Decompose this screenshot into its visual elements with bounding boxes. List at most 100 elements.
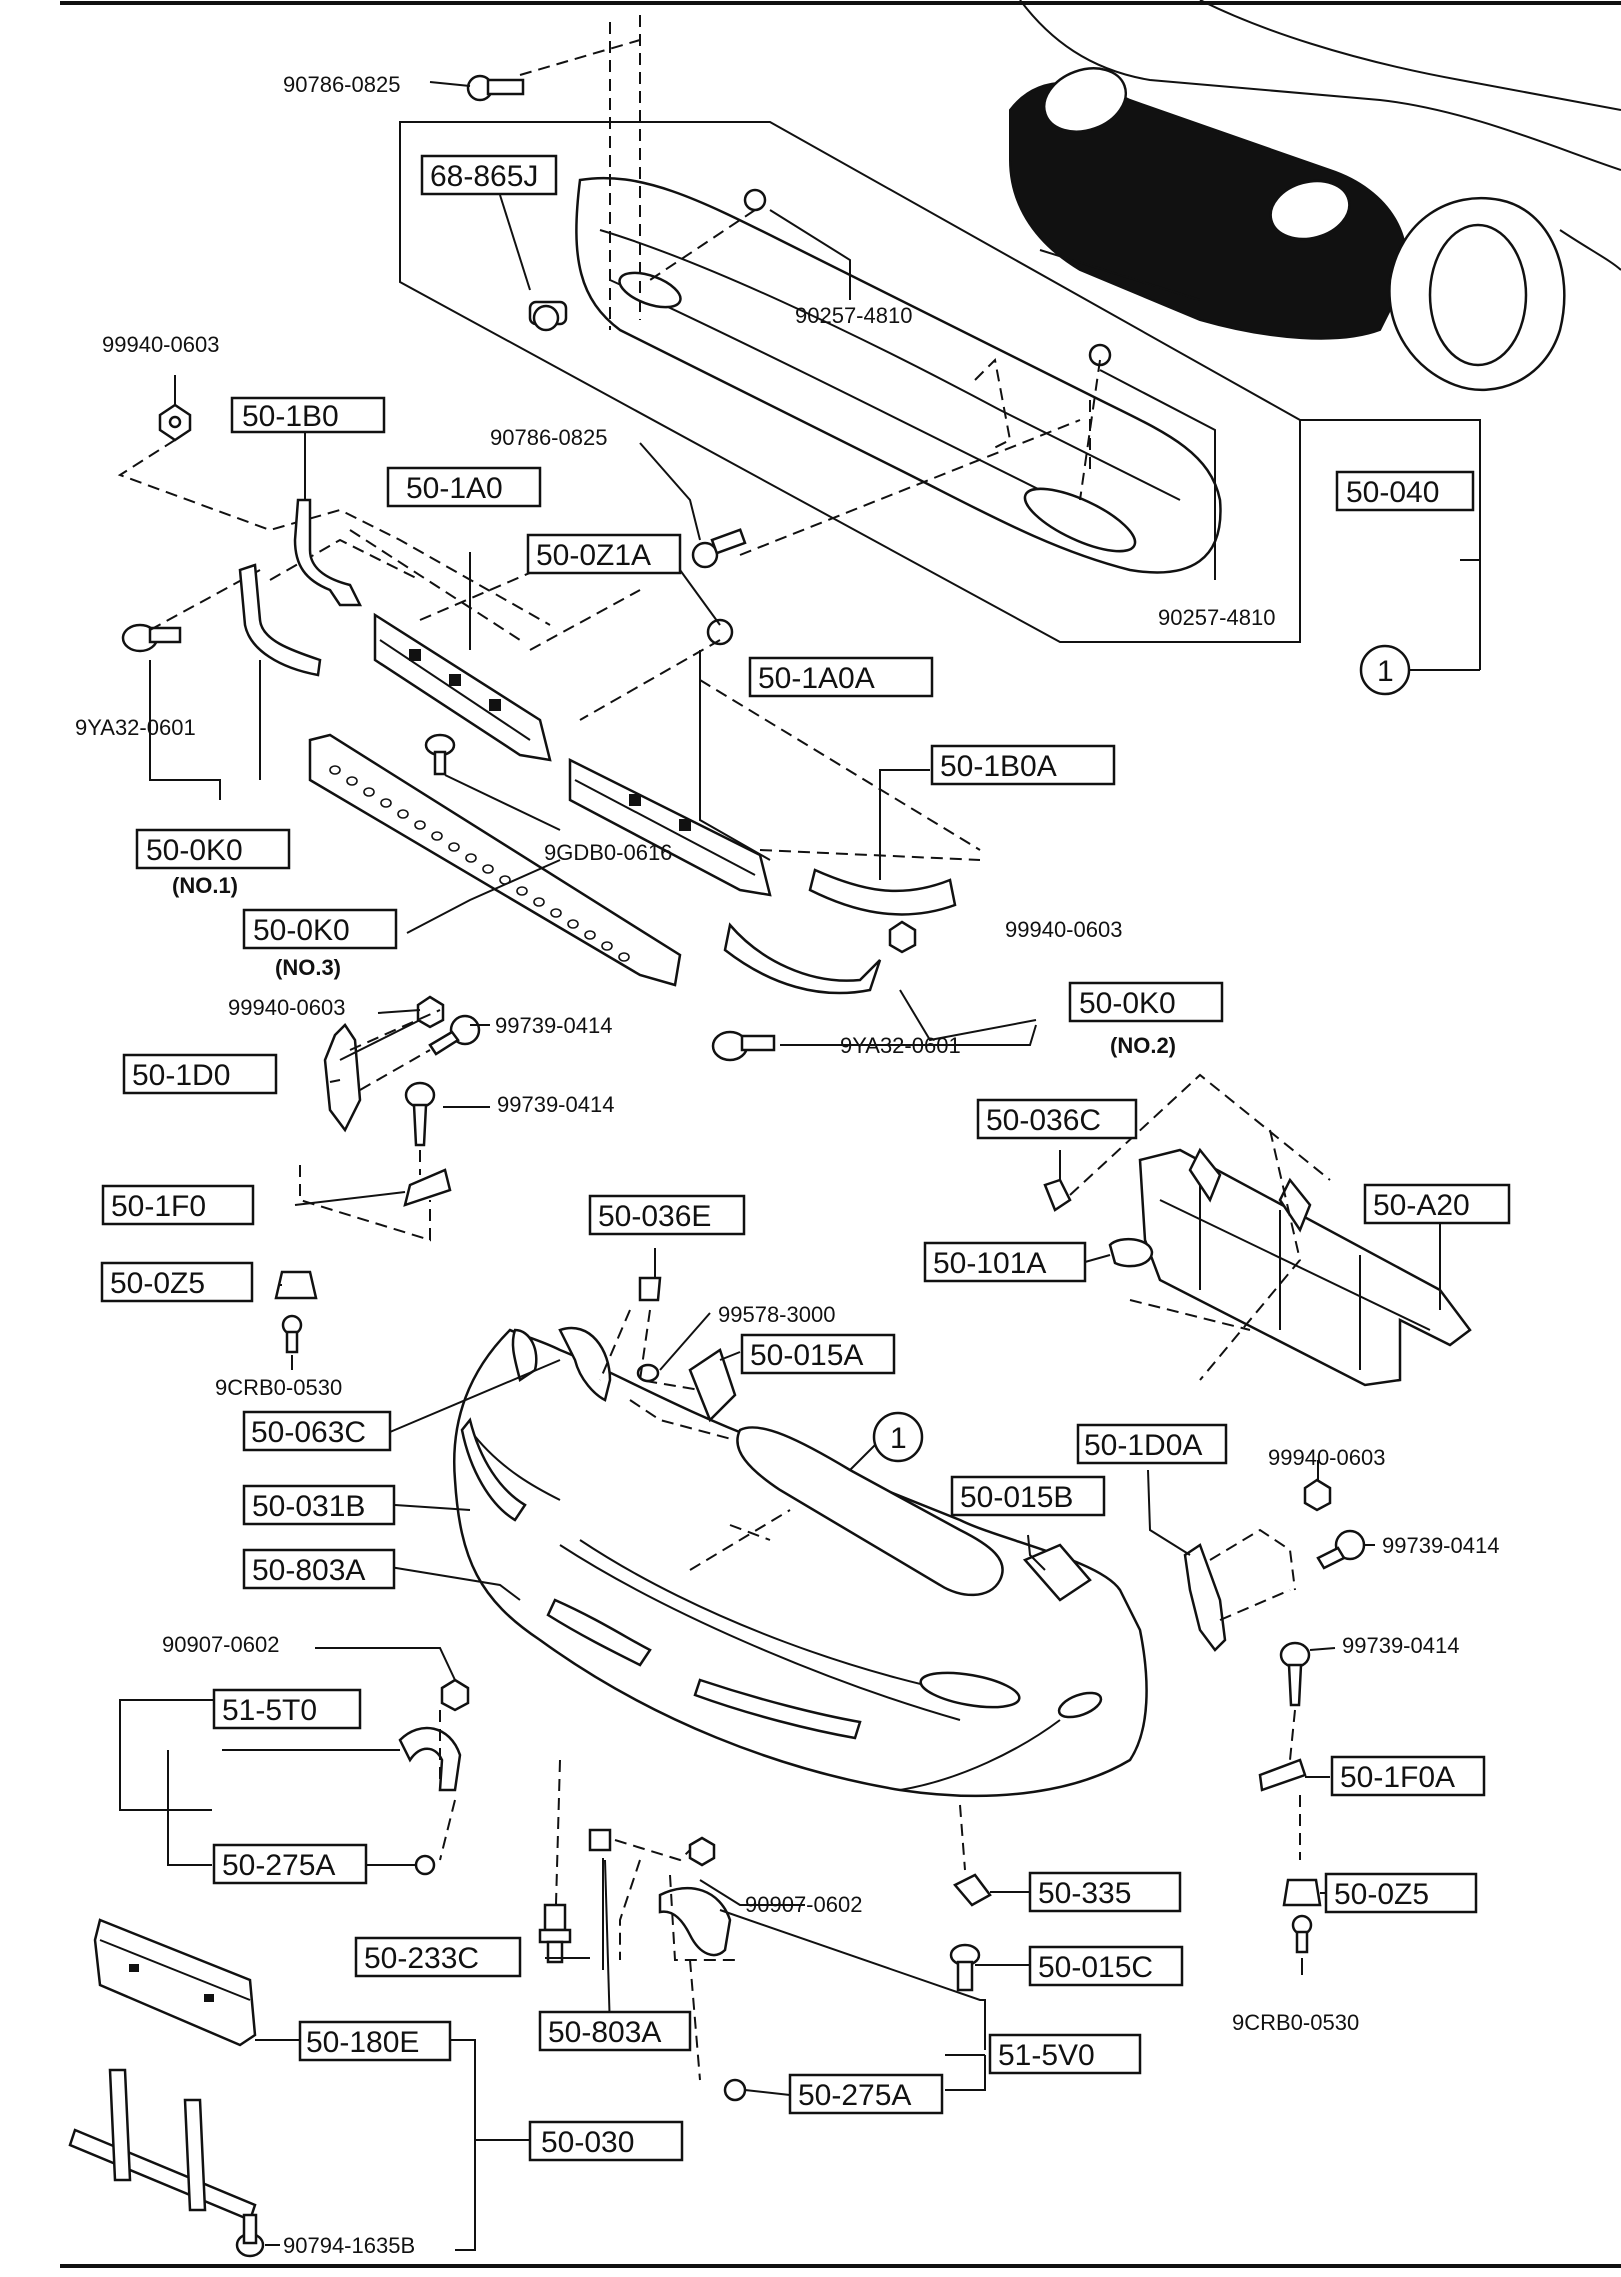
svg-text:50-1F0A: 50-1F0A [1340,1761,1455,1794]
clip-nut-50-335 [953,1873,992,1907]
bracket-50-0K0-no2 [723,922,882,995]
svg-text:1: 1 [1377,655,1394,688]
bracket-50-063C [511,1326,612,1402]
bracket-50-1B0 [293,498,363,607]
box-50-335: 50-335 [1028,1871,1182,1913]
box-50-1B0: 50-1B0 [230,396,386,434]
nut-90907-0602-5T0 [440,1678,470,1712]
stay-50-1F0A [1258,1758,1307,1792]
box-50-275A-upper: 50-275A [212,1843,368,1885]
svg-text:50-0Z5: 50-0Z5 [110,1267,205,1300]
svg-text:50-233C: 50-233C [364,1942,479,1975]
screw-99739-0414-1F0 [404,1081,436,1147]
svg-text:50-1F0: 50-1F0 [111,1190,206,1223]
box-50-0K0-no1: 50-0K0 [135,828,291,870]
box-50-1D0: 50-1D0 [122,1053,278,1095]
bracket-50-1B0A [808,868,957,916]
box-50-1B0A: 50-1B0A [930,744,1116,786]
bracket-51-5V0 [658,1886,732,1957]
label-9YA32-0601-a: 9YA32-0601 [75,715,196,740]
reinforcement-50-1A0 [373,612,552,762]
bracket-51-5T0 [398,1726,462,1792]
clip-50-803A-lower [588,1828,612,1852]
clip-50-0Z1A [706,618,734,646]
svg-text:50-063C: 50-063C [251,1416,366,1449]
bolt-50-015C [949,1943,981,1992]
bolt-99739-0414-1D0 [428,1014,481,1056]
box-50-803A-lower: 50-803A [538,2010,692,2052]
callout-1-top: 1 [1359,644,1411,696]
grommet-50-0Z5-right [1282,1878,1322,1954]
box-50-040: 50-040 [1335,470,1475,512]
svg-text:50-275A: 50-275A [798,2079,911,2112]
label-99739-0414-d: 99739-0414 [1342,1633,1459,1658]
stay-50-1F0 [403,1168,452,1207]
label-90257-4810-a: 90257-4810 [795,303,912,328]
box-51-5T0: 51-5T0 [212,1688,362,1730]
label-no2: (NO.2) [1110,1033,1176,1058]
box-50-1D0A: 50-1D0A [1076,1423,1228,1465]
label-99940-0603-c: 99940-0603 [1005,917,1122,942]
bracket-50-1D0 [323,1019,421,1133]
clip-68-865J [528,300,568,332]
box-50-1F0: 50-1F0 [101,1184,255,1226]
label-9CRB0-0530-b: 9CRB0-0530 [1232,2010,1359,2035]
box-50-0Z5-right: 50-0Z5 [1324,1872,1478,1914]
box-50-A20: 50-A20 [1363,1183,1511,1225]
box-50-031B: 50-031B [242,1484,396,1526]
label-9YA32-0601-b: 9YA32-0601 [840,1033,961,1058]
label-90907-0602-a: 90907-0602 [162,1632,279,1657]
svg-text:50-1B0: 50-1B0 [242,400,339,433]
label-no1: (NO.1) [172,873,238,898]
svg-text:50-A20: 50-A20 [1373,1189,1470,1222]
nut-99940-0603-top-left [158,403,192,442]
svg-text:50-0K0: 50-0K0 [146,834,243,867]
bolt-99739-0414-1D0A [1316,1529,1366,1570]
label-90786-0825-mid: 90786-0825 [490,425,607,450]
clip-50-036E [638,1276,662,1302]
grommet-50-0Z5-left [274,1270,318,1354]
nut-99940-0603-no2 [888,920,917,954]
svg-text:50-0Z1A: 50-0Z1A [536,539,651,572]
label-99739-0414-c: 99739-0414 [1382,1533,1499,1558]
box-50-015B: 50-015B [950,1475,1106,1517]
label-90907-0602-b: 90907-0602 [745,1892,862,1917]
bumper-fascia-50-031B [453,1328,1148,1798]
label-90257-4810-b: 90257-4810 [1158,605,1275,630]
box-50-1A0A: 50-1A0A [748,656,934,698]
svg-text:50-036C: 50-036C [986,1104,1101,1137]
svg-text:50-335: 50-335 [1038,1877,1131,1910]
box-50-0K0-no2: 50-0K0 [1068,981,1224,1023]
bolt-50-275A-upper [414,1854,436,1876]
label-90794-1635B: 90794-1635B [283,2233,415,2258]
upper-bumper-absorber [575,176,1222,574]
label-99940-0603-a: 99940-0603 [102,332,219,357]
box-50-180E: 50-180E [298,2020,452,2062]
box-50-015A: 50-015A [740,1333,896,1375]
svg-text:50-803A: 50-803A [548,2016,661,2049]
svg-text:50-1B0A: 50-1B0A [940,750,1057,783]
svg-text:50-015A: 50-015A [750,1339,863,1372]
nut-99940-0603-1D0A [1303,1478,1332,1512]
bolt-9YA32-0601-no2 [711,1030,776,1062]
box-50-0Z5-left: 50-0Z5 [100,1261,254,1303]
svg-text:50-030: 50-030 [541,2126,634,2159]
svg-text:68-865J: 68-865J [430,160,538,193]
screw-90786-0825-top [466,74,525,102]
svg-text:50-0K0: 50-0K0 [1079,987,1176,1020]
assembly-bracket-frame [399,121,1301,643]
bracket-50-1D0A [1183,1543,1227,1652]
label-99739-0414-b: 99739-0414 [497,1092,614,1117]
svg-text:50-1D0: 50-1D0 [132,1059,230,1092]
label-9CRB0-0530-a: 9CRB0-0530 [215,1375,342,1400]
absorber-50-015B [1022,1543,1092,1602]
svg-text:50-803A: 50-803A [252,1554,365,1587]
plate-stay-50-030 [68,2068,257,2222]
clip-50-036C [1043,1178,1072,1212]
nut-90907-0602-5V0 [688,1836,716,1867]
bolt-50-233C [538,1903,572,1964]
box-50-0K0-no3: 50-0K0 [242,908,398,950]
label-99578-3000: 99578-3000 [718,1302,835,1327]
svg-text:50-1A0: 50-1A0 [406,472,503,505]
